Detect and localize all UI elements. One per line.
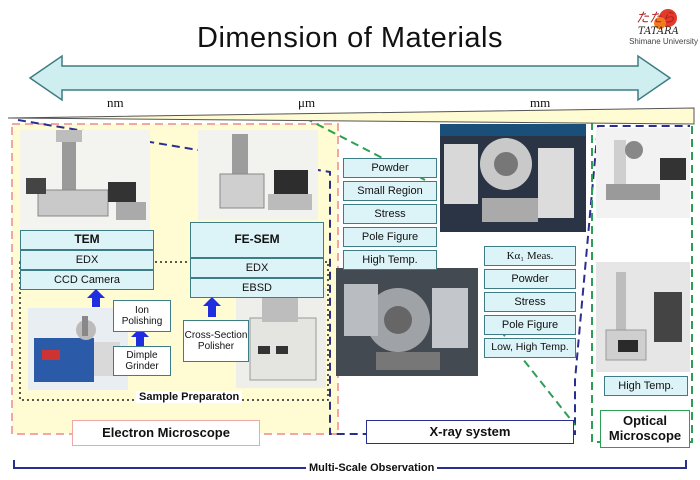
fesem-up-arrow [203, 297, 221, 317]
navy-dash-line [17, 119, 690, 435]
xray-right-temp: Low, High Temp. [484, 338, 576, 358]
tem-photo [20, 130, 150, 230]
tem-item-ccd: CCD Camera [20, 270, 154, 290]
tem-item-edx: EDX [20, 250, 154, 270]
optical-microscope-photo-2 [596, 262, 690, 372]
logo-caption: Shimane University [629, 37, 698, 46]
xray-system-label: X-ray system [366, 420, 574, 444]
dimple-grinder-box: Dimple Grinder [113, 346, 171, 376]
page-title: Dimension of Materials [197, 22, 503, 54]
fesem-item-ebsd: EBSD [190, 278, 324, 298]
dimple-grinder-photo [28, 308, 128, 390]
scale-label-mm: mm [530, 95, 551, 110]
xray-left-small-region: Small Region [343, 181, 437, 201]
xray-left-high-temp: High Temp. [343, 250, 437, 270]
cross-section-polisher-box: Cross-Section Polisher [183, 320, 249, 362]
fesem-title-box: FE-SEM [190, 222, 324, 258]
svg-text:TATARA: TATARA [638, 26, 679, 37]
optical-microscope-photo-1 [596, 128, 690, 218]
dimple-up-arrow [131, 328, 149, 346]
tem-up-arrow [87, 289, 105, 307]
xray-left-powder: Powder [343, 158, 437, 178]
scale-label-nm: nm [107, 95, 124, 110]
xray-right-stress: Stress [484, 292, 576, 312]
green-dash-line [304, 117, 426, 181]
scale-label-um: μm [298, 95, 316, 110]
sample-preparation-label: Sample Preparaton [136, 391, 243, 403]
fesem-item-edx: EDX [190, 258, 324, 278]
double-arrow [28, 54, 672, 102]
xray-small-photo [336, 268, 478, 376]
tatara-logo: たたら TATARA [636, 9, 679, 37]
fesem-photo [198, 130, 318, 220]
electron-microscope-label: Electron Microscope [72, 420, 260, 446]
multiscale-label: Multi-Scale Observation [306, 462, 438, 474]
ion-polishing-box: Ion Polishing [113, 300, 171, 332]
svg-text:たたら: たたら [636, 11, 675, 26]
cross-section-photo [236, 288, 326, 388]
xray-right-pole-figure: Pole Figure [484, 315, 576, 335]
scale-wedge [7, 107, 695, 125]
xray-diffractometer-photo [440, 124, 586, 232]
optical-microscope-label: Optical Microscope [600, 410, 690, 448]
xray-right-ka1: Kα₁ Meas. [484, 246, 576, 266]
xray-left-pole-figure: Pole Figure [343, 227, 437, 247]
xray-left-stress: Stress [343, 204, 437, 224]
xray-right-powder: Powder [484, 269, 576, 289]
tem-title-box: TEM [20, 230, 154, 250]
optical-high-temp: High Temp. [604, 376, 688, 396]
